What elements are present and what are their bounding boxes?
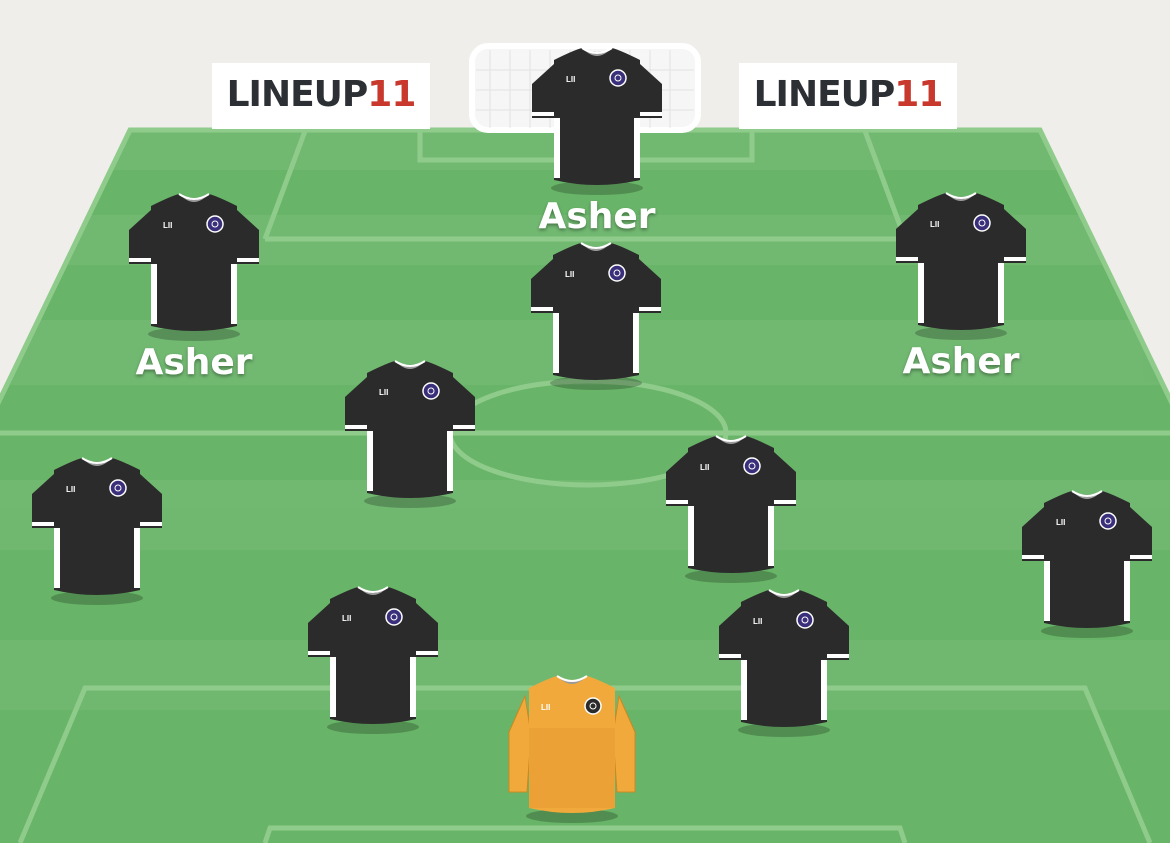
player-goalkeeper[interactable]: LII	[507, 674, 637, 824]
shirt-icon: LII	[345, 359, 475, 509]
logo-number-text: 11	[894, 74, 943, 115]
shirt-icon: LII	[1022, 489, 1152, 639]
player-left-center-mid[interactable]: LII	[345, 359, 475, 509]
brand-logo-right: LINEUP11	[739, 63, 957, 129]
player-name: Asher	[135, 342, 253, 383]
player-right-back[interactable]: LII	[1022, 489, 1152, 639]
shirt-icon: LII	[666, 434, 796, 584]
player-left-back[interactable]: LII	[32, 456, 162, 606]
brand-logo-left: LINEUP11	[212, 63, 430, 129]
logo-main-text: LINEUP	[753, 74, 896, 115]
player-left-center-back[interactable]: LII	[308, 585, 438, 735]
player-left-winger[interactable]: LII Asher	[129, 192, 259, 383]
goalkeeper-shirt-icon: LII	[507, 674, 637, 824]
player-name: Asher	[902, 341, 1020, 382]
svg-text:LII: LII	[566, 75, 575, 84]
svg-text:LII: LII	[700, 463, 709, 472]
logo-number-text: 11	[367, 74, 416, 115]
shirt-icon: LII	[531, 241, 661, 391]
player-right-center-back[interactable]: LII	[719, 588, 849, 738]
shirt-icon: LII	[308, 585, 438, 735]
svg-text:LII: LII	[163, 221, 172, 230]
shirt-icon: LII	[896, 191, 1026, 341]
player-striker[interactable]: LII Asher	[532, 46, 662, 237]
shirt-icon: LII	[32, 456, 162, 606]
svg-text:LII: LII	[66, 485, 75, 494]
logo-main-text: LINEUP	[226, 74, 369, 115]
player-right-center-mid[interactable]: LII	[666, 434, 796, 584]
svg-text:LII: LII	[1056, 518, 1065, 527]
svg-text:LII: LII	[541, 703, 550, 712]
svg-text:LII: LII	[342, 614, 351, 623]
shirt-icon: LII	[532, 46, 662, 196]
svg-text:LII: LII	[930, 220, 939, 229]
player-name: Asher	[538, 196, 656, 237]
svg-text:LII: LII	[379, 388, 388, 397]
shirt-icon: LII	[719, 588, 849, 738]
shirt-icon: LII	[129, 192, 259, 342]
player-attacking-mid[interactable]: LII	[531, 241, 661, 391]
svg-text:LII: LII	[753, 617, 762, 626]
player-right-winger[interactable]: LII Asher	[896, 191, 1026, 382]
svg-text:LII: LII	[565, 270, 574, 279]
